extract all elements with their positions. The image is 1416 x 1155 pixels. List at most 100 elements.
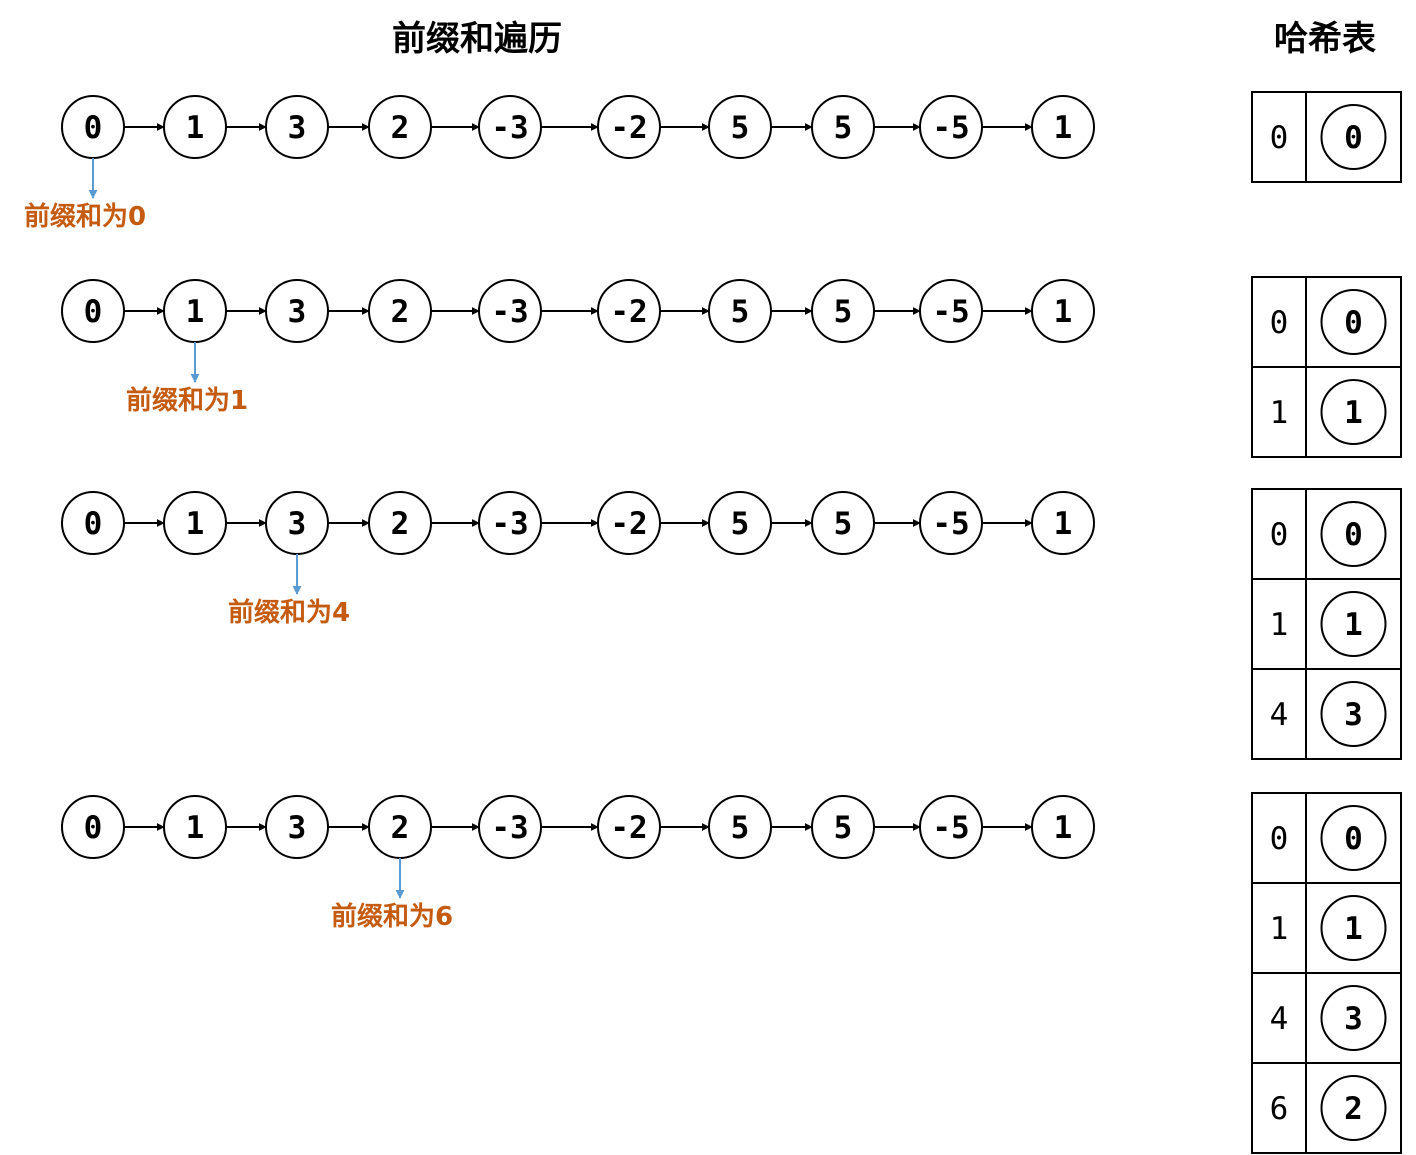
value-circle <box>1320 104 1387 170</box>
list-node: -2 <box>597 491 661 555</box>
node-circle <box>1031 491 1095 555</box>
node-value: 0 <box>84 506 103 542</box>
hash-value: 3 <box>1344 697 1363 733</box>
list-node: 3 <box>265 279 329 343</box>
key-cell <box>1251 972 1307 1064</box>
node-circle <box>163 795 227 859</box>
list-node: 0 <box>61 795 125 859</box>
node-circle <box>811 491 875 555</box>
node-value: 5 <box>834 110 853 146</box>
node-circle <box>811 795 875 859</box>
node-value: -2 <box>610 110 647 146</box>
node-circle <box>811 95 875 159</box>
node-value: 5 <box>731 506 750 542</box>
hash-key: 4 <box>1270 697 1289 733</box>
hash-key: 0 <box>1270 821 1289 857</box>
node-circle <box>368 491 432 555</box>
hash-key: 1 <box>1270 911 1289 947</box>
list-node: -5 <box>919 491 983 555</box>
node-circle <box>163 95 227 159</box>
prefix-sum-label: 前缀和为1 <box>126 385 248 416</box>
node-value: -3 <box>491 810 528 846</box>
value-circle <box>1320 289 1387 355</box>
node-circle <box>597 95 661 159</box>
list-node: 1 <box>163 95 227 159</box>
value-circle <box>1320 591 1387 657</box>
list-node: 2 <box>368 279 432 343</box>
node-value: 0 <box>84 110 103 146</box>
hash-value: 0 <box>1344 821 1363 857</box>
node-value: -2 <box>610 506 647 542</box>
list-node: 1 <box>1031 95 1095 159</box>
list-node: -5 <box>919 279 983 343</box>
node-value: 3 <box>288 294 307 330</box>
list-node: 3 <box>265 491 329 555</box>
node-value: 2 <box>391 810 410 846</box>
node-value: 1 <box>1054 810 1073 846</box>
hash-value: 1 <box>1344 395 1363 431</box>
node-circle <box>163 491 227 555</box>
hash-key: 1 <box>1270 607 1289 643</box>
hash-value: 1 <box>1344 607 1363 643</box>
node-value: 5 <box>834 810 853 846</box>
hash-table-title: 哈希表 <box>1274 19 1376 59</box>
node-value: 3 <box>288 506 307 542</box>
node-circle <box>919 795 983 859</box>
node-circle <box>478 795 542 859</box>
node-value: -3 <box>491 294 528 330</box>
node-circle <box>265 279 329 343</box>
node-value: 5 <box>834 294 853 330</box>
node-value: 1 <box>186 294 205 330</box>
node-value: -5 <box>932 294 969 330</box>
node-circle <box>368 279 432 343</box>
list-node: 5 <box>708 795 772 859</box>
node-circle <box>919 95 983 159</box>
node-value: 2 <box>391 110 410 146</box>
node-value: -3 <box>491 110 528 146</box>
list-node: 0 <box>61 95 125 159</box>
node-value: -5 <box>932 810 969 846</box>
node-value: 0 <box>84 294 103 330</box>
list-node: 1 <box>1031 279 1095 343</box>
node-circle <box>478 279 542 343</box>
node-circle <box>265 795 329 859</box>
node-value: -3 <box>491 506 528 542</box>
node-circle <box>708 491 772 555</box>
list-node: 5 <box>811 491 875 555</box>
hash-value: 2 <box>1344 1091 1363 1127</box>
list-node: 1 <box>1031 795 1095 859</box>
hash-key: 0 <box>1270 305 1289 341</box>
node-circle <box>708 795 772 859</box>
node-value: 1 <box>1054 506 1073 542</box>
node-circle <box>708 95 772 159</box>
list-node: -3 <box>478 95 542 159</box>
node-circle <box>597 795 661 859</box>
list-node: 5 <box>811 795 875 859</box>
hash-key: 6 <box>1270 1091 1289 1127</box>
node-value: 1 <box>186 506 205 542</box>
key-cell <box>1251 91 1307 183</box>
hash-value: 0 <box>1344 120 1363 156</box>
value-circle <box>1320 379 1387 445</box>
node-circle <box>61 795 125 859</box>
value-circle <box>1320 1075 1387 1141</box>
node-value: 5 <box>731 110 750 146</box>
node-circle <box>1031 95 1095 159</box>
node-circle <box>597 279 661 343</box>
node-value: 0 <box>84 810 103 846</box>
list-node: 3 <box>265 795 329 859</box>
hash-value: 0 <box>1344 517 1363 553</box>
list-node: 1 <box>163 279 227 343</box>
